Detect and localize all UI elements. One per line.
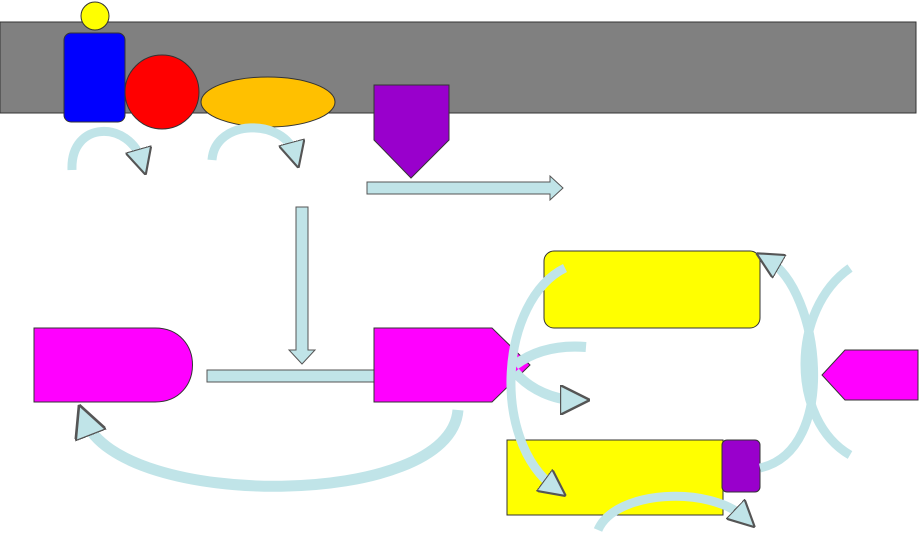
bottom-curved-arrow: [593, 491, 745, 533]
blue-receptor: [63, 32, 126, 123]
yellow-ligand: [80, 1, 110, 31]
arrow-down-vertical: [287, 206, 317, 365]
red-circle-protein: [124, 54, 200, 130]
arc-arrow-right-cross: [800, 264, 853, 459]
arrow-right-top: [366, 174, 564, 202]
magenta-pentagon-center: [373, 327, 531, 403]
purple-pentagon: [373, 84, 450, 179]
cycle-arrow-right: [207, 123, 295, 160]
cycle-arrow-left: [67, 126, 142, 170]
curved-arrow-lower: [511, 368, 575, 400]
arc-arrow-right-up: [760, 260, 818, 473]
orange-ellipse-protein: [200, 76, 336, 128]
feedback-arrow-large: [85, 410, 464, 492]
magenta-pointer-right: [821, 349, 919, 401]
magenta-bullet-left: [33, 327, 193, 403]
yellow-box-top: [543, 250, 761, 329]
connector-bar: [206, 369, 378, 383]
purple-small-box: [721, 439, 761, 493]
curved-arrow-upper: [512, 341, 587, 370]
arc-arrow-left: [506, 263, 565, 488]
